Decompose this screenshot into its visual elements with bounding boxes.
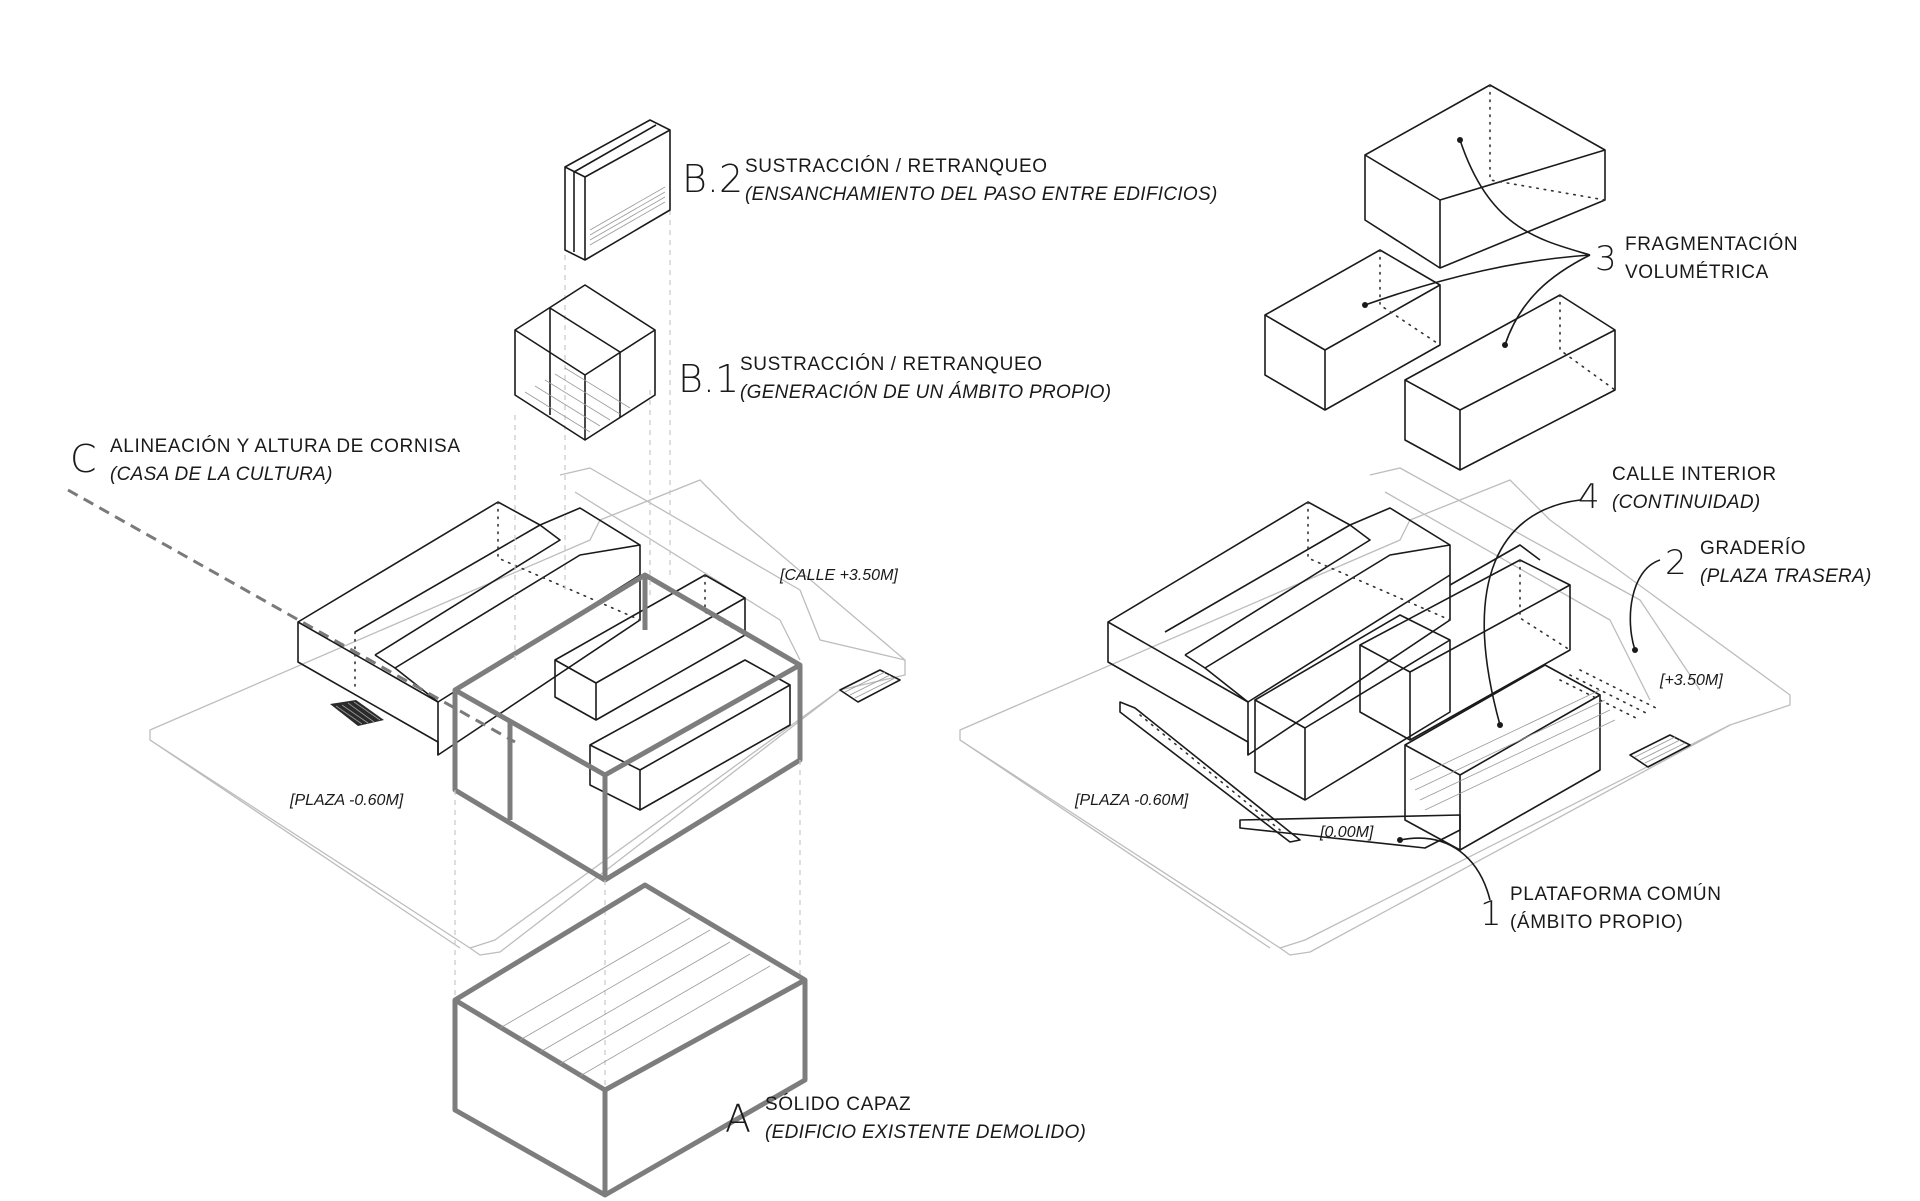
label-b1-letter: B.1 [678, 357, 739, 401]
label-4-title: CALLE INTERIOR [1612, 464, 1777, 485]
label-b2-subtitle: (ENSANCHAMIENTO DEL PASO ENTRE EDIFICIOS… [745, 184, 1218, 205]
label-3-line2: VOLUMÉTRICA [1625, 262, 1769, 283]
left-ground-plane [149, 467, 906, 956]
label-3-number: 3 [1595, 239, 1617, 279]
label-3-line1: FRAGMENTACIÓN [1625, 233, 1798, 255]
label-b2-title: SUSTRACCIÓN / RETRANQUEO [745, 155, 1048, 177]
label-2-title: GRADERÍO [1700, 538, 1806, 559]
label-1: 1 PLATAFORMA COMÚN (ÁMBITO PROPIO) [1480, 883, 1722, 934]
label-b2: B.2 SUSTRACCIÓN / RETRANQUEO (ENSANCHAMI… [682, 155, 1218, 205]
label-b2-letter: B.2 [682, 157, 743, 201]
label-2-number: 2 [1665, 543, 1687, 583]
level-plaza-left: [PLAZA -0.60M] [289, 792, 404, 809]
projection-lines [454, 200, 801, 1110]
label-2: 2 GRADERÍO (PLAZA TRASERA) [1665, 538, 1872, 587]
label-a-subtitle: (EDIFICIO EXISTENTE DEMOLIDO) [765, 1122, 1086, 1143]
right-ground-plane [959, 467, 1791, 956]
floating-block-left [1264, 249, 1441, 411]
label-1-line2: (ÁMBITO PROPIO) [1510, 912, 1683, 933]
interior-street [1409, 669, 1661, 811]
leader-lines [1362, 137, 1661, 901]
label-1-line1: PLATAFORMA COMÚN [1510, 883, 1722, 905]
label-4: 4 CALLE INTERIOR (CONTINUIDAD) [1578, 464, 1777, 517]
label-1-number: 1 [1480, 894, 1502, 934]
floating-block-top [1364, 84, 1606, 269]
label-b1-subtitle: (GENERACIÓN DE UN ÁMBITO PROPIO) [740, 381, 1111, 403]
box-b1 [514, 284, 656, 441]
label-b1: B.1 SUSTRACCIÓN / RETRANQUEO (GENERACIÓN… [678, 353, 1111, 403]
box-b2 [564, 119, 671, 261]
label-4-subtitle: (CONTINUIDAD) [1612, 492, 1761, 513]
common-platform [1119, 701, 1461, 849]
label-4-number: 4 [1578, 477, 1600, 517]
floating-block-right [1404, 294, 1616, 471]
left-small-stair [330, 700, 384, 726]
level-plaza-right: [PLAZA -0.60M] [1074, 792, 1189, 809]
stairs [839, 669, 1691, 768]
label-3: 3 FRAGMENTACIÓN VOLUMÉTRICA [1595, 233, 1798, 283]
level-calle-right: [+3.50M] [1659, 672, 1723, 689]
left-solid-in-situ [452, 572, 803, 883]
left-existing-building [297, 501, 641, 756]
level-calle-left: [CALLE +3.50M] [779, 567, 898, 584]
label-c-letter: C [70, 437, 97, 481]
cornice-alignment-line [67, 488, 516, 744]
label-a-letter: A [725, 1097, 751, 1141]
right-existing-building [1107, 501, 1451, 756]
label-a-title: SÓLIDO CAPAZ [765, 1093, 911, 1115]
label-c-subtitle: (CASA DE LA CULTURA) [110, 464, 333, 485]
label-2-subtitle: (PLAZA TRASERA) [1700, 566, 1872, 587]
box-a [452, 882, 808, 1198]
label-c-title: ALINEACIÓN Y ALTURA DE CORNISA [110, 435, 461, 457]
label-a: A SÓLIDO CAPAZ (EDIFICIO EXISTENTE DEMOL… [725, 1093, 1086, 1143]
label-b1-title: SUSTRACCIÓN / RETRANQUEO [740, 353, 1043, 375]
right-fragmented-blocks [1254, 544, 1601, 851]
label-c: C ALINEACIÓN Y ALTURA DE CORNISA (CASA D… [70, 435, 461, 485]
level-zero: [0.00M] [1319, 824, 1374, 841]
